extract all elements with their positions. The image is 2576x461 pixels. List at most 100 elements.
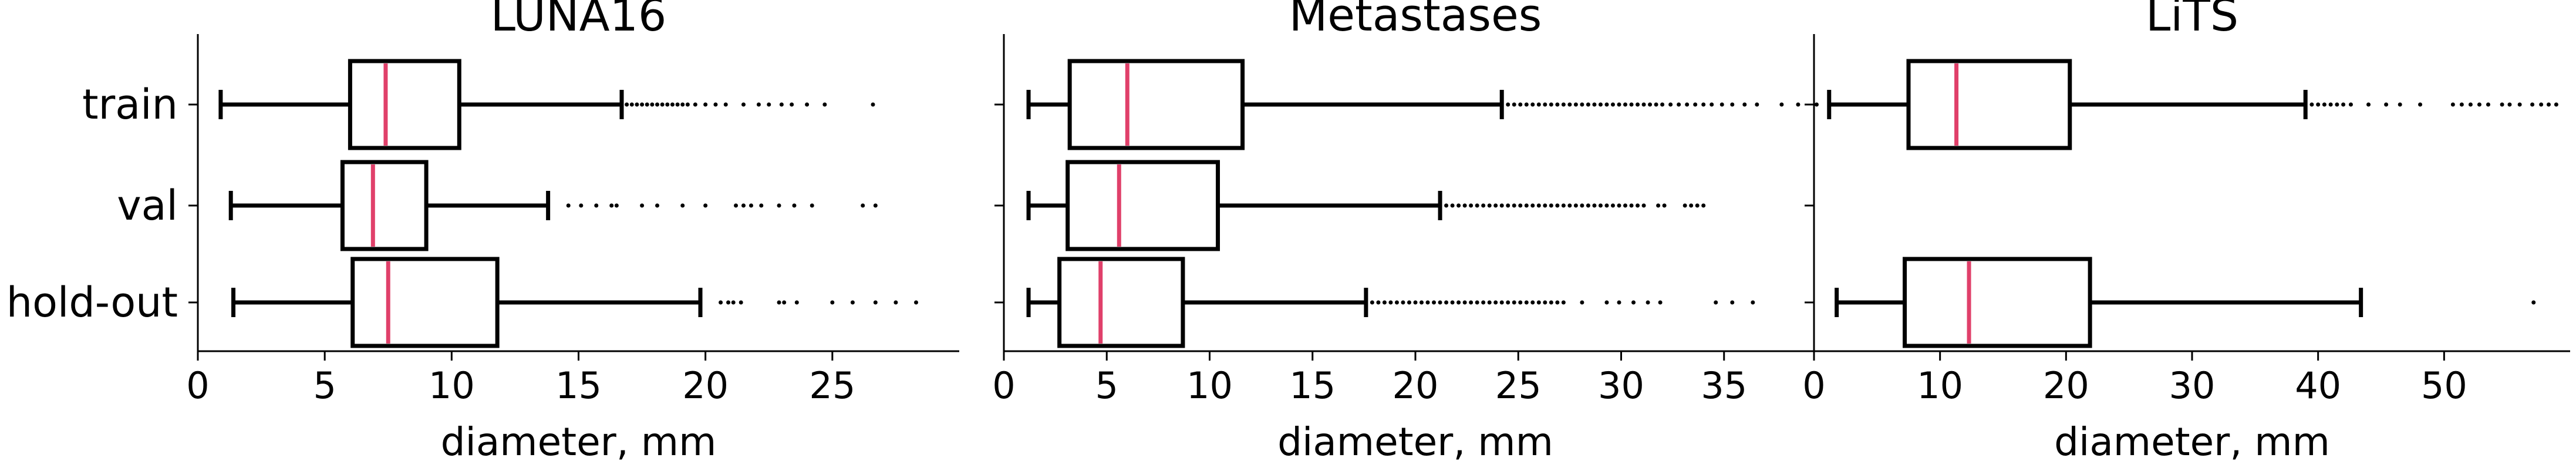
outlier-point	[1689, 203, 1694, 208]
boxplot-hold-out	[231, 257, 919, 348]
outlier-point	[579, 203, 584, 208]
x-axis-label: diameter, mm	[1277, 419, 1553, 461]
outlier-point	[1518, 203, 1523, 208]
outlier-point	[2366, 102, 2371, 107]
outlier-point	[1450, 203, 1455, 208]
outlier-point	[1604, 102, 1609, 107]
boxplot-val	[228, 160, 878, 251]
outlier-point	[1512, 102, 1516, 107]
outlier-point	[873, 203, 878, 208]
outlier-point	[2348, 102, 2353, 107]
outlier-point	[1481, 300, 1486, 305]
outlier-point	[1388, 300, 1393, 305]
outlier-point	[873, 300, 878, 305]
outlier-point	[2507, 102, 2512, 107]
outlier-point	[635, 102, 639, 107]
outlier-point	[1617, 203, 1621, 208]
outlier-point	[1462, 203, 1467, 208]
outlier-point	[670, 102, 675, 107]
outlier-point	[660, 102, 665, 107]
x-tick-label: 30	[1598, 364, 1644, 407]
iqr-box	[340, 160, 429, 251]
outlier-point	[1438, 300, 1442, 305]
outlier-point	[1567, 102, 1572, 107]
outlier-point	[1646, 300, 1650, 305]
x-tick-label: 15	[1289, 364, 1336, 407]
outlier-point	[1394, 300, 1399, 305]
outlier-point	[693, 102, 697, 107]
outlier-point	[703, 203, 708, 208]
outlier-point	[734, 203, 739, 208]
outlier-point	[1530, 203, 1535, 208]
outlier-point	[1598, 203, 1603, 208]
outlier-point	[756, 102, 761, 107]
outlier-point	[650, 102, 655, 107]
outlier-point	[1549, 102, 1553, 107]
outlier-point	[1456, 203, 1461, 208]
iqr-box	[1066, 160, 1220, 251]
outlier-point	[1567, 203, 1572, 208]
outlier-point	[1629, 203, 1634, 208]
outlier-point	[2322, 102, 2327, 107]
outlier-point	[1536, 300, 1541, 305]
outlier-point	[2398, 102, 2402, 107]
x-tick-label: 35	[1701, 364, 1747, 407]
outlier-point	[805, 102, 810, 107]
outlier-point	[1604, 203, 1609, 208]
x-tick-label: 25	[809, 364, 855, 407]
outlier-point	[719, 300, 723, 305]
outlier-point	[1450, 300, 1455, 305]
x-tick-label: 10	[1917, 364, 1963, 407]
outlier-point	[830, 300, 835, 305]
outlier-point	[2450, 102, 2455, 107]
outlier-point	[645, 102, 649, 107]
outlier-point	[1693, 102, 1698, 107]
outlier-point	[655, 102, 660, 107]
outlier-point	[1710, 102, 1714, 107]
outlier-point	[566, 203, 571, 208]
outlier-point	[1487, 203, 1492, 208]
outlier-point	[1701, 203, 1706, 208]
boxplot-hold-out	[1835, 257, 2536, 348]
outlier-point	[2328, 102, 2333, 107]
outlier-point	[1580, 102, 1584, 107]
outlier-point	[726, 300, 731, 305]
outlier-point	[2539, 102, 2544, 107]
outlier-point	[1512, 300, 1516, 305]
outlier-point	[640, 203, 645, 208]
outlier-point	[1543, 300, 1547, 305]
iqr-box	[1067, 59, 1245, 150]
outlier-point	[748, 203, 753, 208]
x-tick-label: 20	[2043, 364, 2089, 407]
panel-title: LUNA16	[491, 0, 667, 41]
outlier-point	[1604, 300, 1609, 305]
iqr-box	[350, 257, 500, 348]
outlier-point	[1475, 300, 1479, 305]
panel-title: LiTS	[2146, 0, 2238, 41]
outlier-point	[1623, 102, 1628, 107]
outlier-point	[1719, 102, 1724, 107]
outlier-point	[713, 102, 718, 107]
outlier-point	[2309, 102, 2314, 107]
boxplot-train	[1827, 59, 2558, 150]
outlier-point	[1407, 300, 1411, 305]
outlier-point	[1475, 203, 1479, 208]
outlier-point	[1573, 203, 1578, 208]
outlier-point	[850, 300, 855, 305]
outlier-point	[1493, 300, 1498, 305]
outlier-point	[1610, 102, 1615, 107]
outlier-point	[1506, 102, 1510, 107]
boxplot-train	[1026, 59, 1819, 150]
outlier-point	[1524, 300, 1529, 305]
outlier-point	[1573, 102, 1578, 107]
outlier-point	[1701, 102, 1706, 107]
outlier-point	[1796, 102, 1800, 107]
category-label-hold-out: hold-out	[6, 278, 178, 327]
outlier-point	[1814, 102, 1819, 107]
outlier-point	[1456, 300, 1461, 305]
x-tick-label: 0	[186, 364, 209, 407]
outlier-point	[1623, 203, 1628, 208]
outlier-point	[1524, 102, 1529, 107]
